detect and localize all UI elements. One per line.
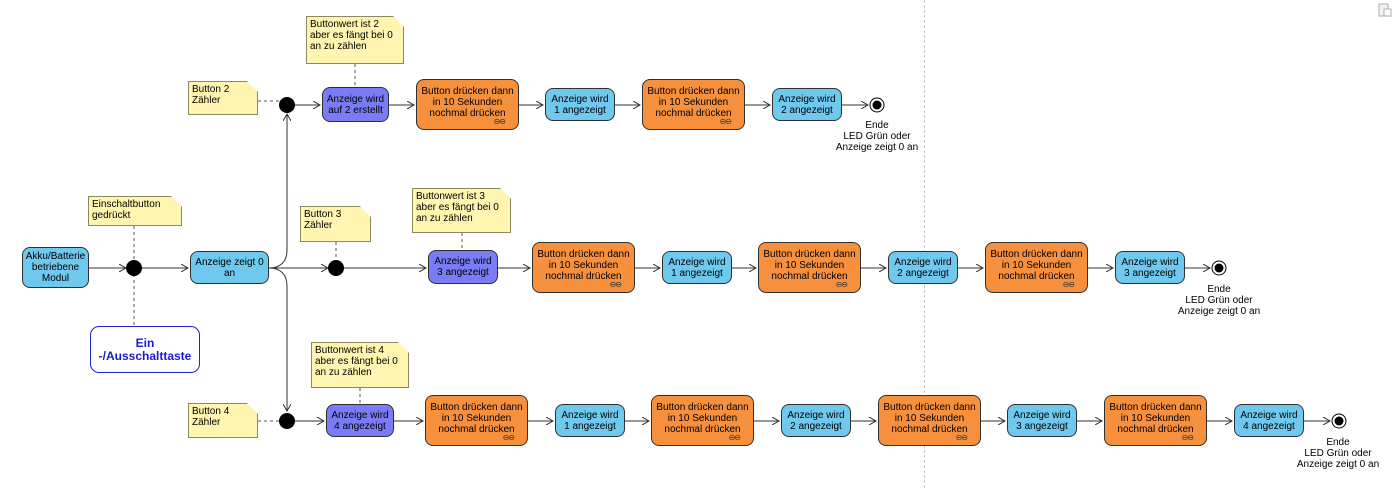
start-node[interactable]: Akku/Batterie betriebene Modul	[22, 247, 89, 288]
link-icon: ⊖⊖	[1181, 433, 1194, 442]
link-icon: ⊖⊖	[719, 117, 732, 126]
link-icon: ⊖⊖	[493, 117, 506, 126]
press-button-label: Button drücken dann in 10 Sekunden nochm…	[421, 86, 514, 119]
fork-node	[279, 97, 295, 113]
press-button-label: Button drücken dann in 10 Sekunden nochm…	[647, 86, 740, 119]
end-label: Ende LED Grün oder Anzeige zeigt 0 an	[835, 120, 919, 153]
power-key-callout: Ein -/Ausschalttaste	[90, 326, 200, 373]
end-label: Ende LED Grün oder Anzeige zeigt 0 an	[1177, 284, 1261, 317]
press-button-node[interactable]: Button drücken dann in 10 Sekunden nochm…	[1104, 395, 1207, 446]
final-node	[872, 100, 882, 110]
press-button-node[interactable]: Button drücken dann in 10 Sekunden nochm…	[985, 242, 1088, 293]
counter-note: Button 4 Zähler	[188, 403, 258, 438]
display-step-node[interactable]: Anzeige wird 3 angezeigt	[1115, 251, 1185, 284]
link-icon: ⊖⊖	[728, 433, 741, 442]
value-note: Buttonwert ist 2 aber es fängt bei 0 an …	[306, 16, 404, 64]
fork-node	[328, 260, 344, 276]
display-zero-node[interactable]: Anzeige zeigt 0 an	[190, 251, 269, 284]
final-node	[1334, 416, 1344, 426]
press-button-label: Button drücken dann in 10 Sekunden nochm…	[537, 249, 630, 282]
document-icon	[1378, 3, 1392, 17]
press-button-label: Button drücken dann in 10 Sekunden nochm…	[656, 402, 749, 435]
page-boundary-line	[924, 0, 925, 488]
display-step-node[interactable]: Anzeige wird 1 angezeigt	[555, 404, 625, 437]
connector-line	[268, 267, 287, 411]
press-button-node[interactable]: Button drücken dann in 10 Sekunden nochm…	[642, 79, 745, 130]
link-icon: ⊖⊖	[502, 433, 515, 442]
press-button-label: Button drücken dann in 10 Sekunden nochm…	[883, 402, 976, 435]
press-button-label: Button drücken dann in 10 Sekunden nochm…	[763, 249, 856, 282]
link-icon: ⊖⊖	[609, 280, 622, 289]
set-display-node[interactable]: Anzeige wird 4 angezeigt	[326, 404, 394, 437]
press-button-node[interactable]: Button drücken dann in 10 Sekunden nochm…	[416, 79, 519, 130]
final-node	[1214, 263, 1224, 273]
link-icon: ⊖⊖	[955, 433, 968, 442]
press-button-label: Button drücken dann in 10 Sekunden nochm…	[990, 249, 1083, 282]
press-button-label: Button drücken dann in 10 Sekunden nochm…	[430, 402, 523, 435]
press-button-label: Button drücken dann in 10 Sekunden nochm…	[1109, 402, 1202, 435]
press-button-node[interactable]: Button drücken dann in 10 Sekunden nochm…	[758, 242, 861, 293]
display-step-node[interactable]: Anzeige wird 2 angezeigt	[888, 251, 958, 284]
value-note: Buttonwert ist 3 aber es fängt bei 0 an …	[412, 188, 511, 233]
fork-node	[279, 413, 295, 429]
display-step-node[interactable]: Anzeige wird 1 angezeigt	[545, 88, 615, 121]
display-step-node[interactable]: Anzeige wird 1 angezeigt	[662, 251, 732, 284]
press-button-node[interactable]: Button drücken dann in 10 Sekunden nochm…	[878, 395, 981, 446]
set-display-node[interactable]: Anzeige wird 3 angezeigt	[428, 250, 498, 284]
press-button-node[interactable]: Button drücken dann in 10 Sekunden nochm…	[425, 395, 528, 446]
end-label: Ende LED Grün oder Anzeige zeigt 0 an	[1296, 437, 1380, 470]
counter-note: Button 2 Zähler	[188, 81, 258, 115]
set-display-node[interactable]: Anzeige wird auf 2 erstellt	[322, 87, 389, 122]
press-button-node[interactable]: Button drücken dann in 10 Sekunden nochm…	[651, 395, 754, 446]
fork-node	[126, 260, 142, 276]
display-step-node[interactable]: Anzeige wird 3 angezeigt	[1007, 404, 1077, 437]
switch-note: Einschaltbutton gedrückt	[88, 196, 182, 226]
display-step-node[interactable]: Anzeige wird 2 angezeigt	[772, 88, 842, 121]
display-step-node[interactable]: Anzeige wird 2 angezeigt	[781, 404, 851, 437]
counter-note: Button 3 Zähler	[300, 206, 371, 242]
value-note: Buttonwert ist 4 aber es fängt bei 0 an …	[311, 342, 409, 388]
link-icon: ⊖⊖	[1062, 280, 1075, 289]
link-icon: ⊖⊖	[835, 280, 848, 289]
display-step-node[interactable]: Anzeige wird 4 angezeigt	[1234, 404, 1304, 437]
press-button-node[interactable]: Button drücken dann in 10 Sekunden nochm…	[532, 242, 635, 293]
connector-line	[268, 114, 287, 269]
